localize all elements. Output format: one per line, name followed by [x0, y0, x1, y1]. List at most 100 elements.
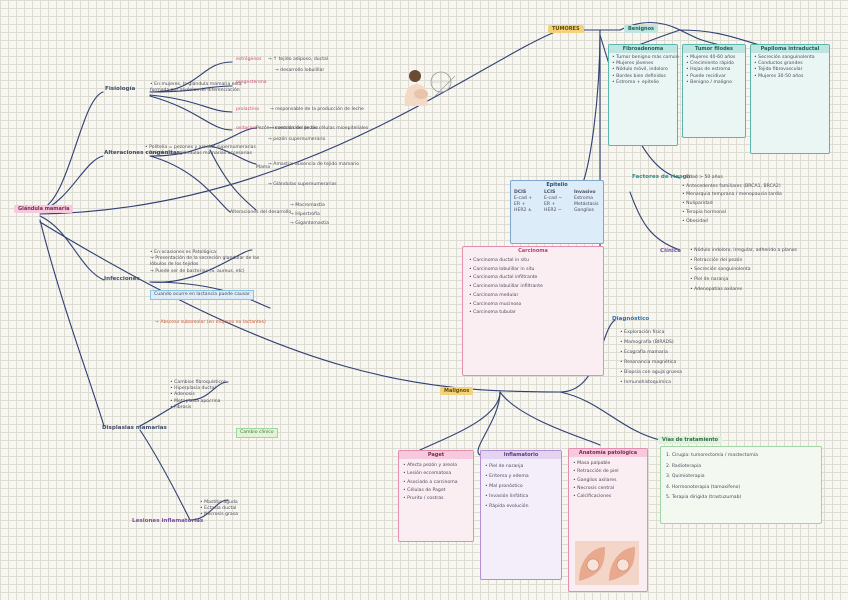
benign-card-line: • Conductos grandes [754, 61, 803, 67]
hormone-oxytocin: oxitocina [236, 126, 257, 131]
malignant-card-line: • Masa palpable [573, 461, 611, 466]
malignant-card-line: • Ganglios axilares [573, 477, 617, 483]
malignant-card-line: • Calcificaciones [573, 494, 612, 500]
alteraciones-detail: → pezón supernumerario [268, 137, 326, 142]
tratamiento-item: 1. Cirugía: tumorectomía / mastectomía [666, 453, 758, 458]
clinica-item: • Adenopatías axilares [690, 286, 743, 292]
alteraciones-detail: → Glándulas supernumerarias [268, 182, 337, 187]
benign-card-title: Tumor filodes [683, 45, 745, 53]
malignant-card-line: • Eritema y edema [485, 474, 529, 480]
malignant-card-title: Anatomía patológica [569, 449, 647, 457]
hormone-estrogens-detail: → ↑ tejido adiposo, ductal [268, 57, 329, 62]
inflamatorias-item: • Ectasia ductal [200, 506, 237, 512]
tumores-node: TUMORES [548, 25, 584, 33]
table-cell: HER2 ± [514, 208, 532, 213]
hormone-progesterone-detail: → desarrollo lobulillar [275, 68, 325, 73]
hormone-progesterone: progesterona [236, 80, 267, 85]
infecciones-line: → Puede ser de bacterias (S. aureus, etc… [150, 268, 245, 274]
alteraciones-detail: → Hipertrofia [290, 212, 320, 217]
malignant-card-line: • Afecta pezón y areola [403, 463, 458, 468]
breastfeeding-illustration [395, 62, 465, 107]
malignant-card-line: • Rápida evolución [485, 504, 529, 510]
alteraciones-sub-pezon: Pezón [256, 126, 270, 131]
diagnostico-item: • Resonancia magnética [620, 360, 677, 366]
benignos-node: Benignos [624, 25, 659, 33]
infecciones-lactation-tag: Cuando ocurre en lactancia puede causar [150, 290, 254, 300]
diagnostico-title: Diagnóstico [612, 316, 650, 322]
displasias-item: • Adenosis [170, 392, 195, 398]
clinica-item: • Nódulo indoloro, irregular, adherido a… [690, 248, 797, 253]
inflamatorias-list: • Mastitis aguda • Ectasia ductal • Necr… [200, 500, 238, 519]
fisiologia-description: • En mujeres, la glándula mamaria está f… [150, 82, 242, 94]
benign-card: Tumor filodes • Mujeres 40-60 años • Cre… [682, 44, 746, 138]
table-cell: ER + [514, 202, 526, 207]
tratamiento-item: 5. Terapia dirigida (trastuzumab) [666, 495, 742, 501]
tratamiento-title: Vías de tratamiento [658, 436, 723, 444]
carcinoma-item: • Carcinoma ductal in situ [469, 258, 529, 263]
benign-card-line: • Nódulo móvil, indoloro [612, 67, 668, 73]
malignant-card-line: • Piel de naranja [485, 464, 524, 469]
benign-card-line: • Benigno / maligno [686, 79, 732, 85]
carcinoma-box-title: Carcinoma [518, 248, 548, 254]
inflamatorias-item: • Mastitis aguda [200, 500, 238, 505]
displasias-item: • Fibrosis [170, 404, 192, 410]
carcinoma-item: • Carcinoma lobulillar in situ [469, 266, 535, 272]
displasias-title: Displasias mamarias [102, 425, 167, 431]
benign-card-line: • Estroma + epitelio [612, 79, 659, 85]
factores-item: • Antecedentes familiares (BRCA1, BRCA2) [682, 183, 781, 189]
alteraciones-sub-desarrollo: Alteraciones del desarrollo [230, 210, 292, 215]
malignant-card-title: Inflamatorio [481, 451, 561, 459]
benign-card-line: • Tumor benigno más común [612, 55, 679, 60]
malignant-card-line: • Asociado a carcinoma [403, 479, 458, 485]
table-header: DCIS [514, 190, 527, 195]
factores-item: • Nuliparidad [682, 201, 713, 207]
alteraciones-detail: → inversión del pezón [268, 126, 319, 131]
alteraciones-detail: → Macromastia [290, 203, 325, 208]
alteraciones-title: Alteraciones congénitas [104, 150, 180, 156]
carcinoma-item: • Carcinoma mucinoso [469, 301, 522, 307]
infecciones-abscess: → Absceso subareolar (en mujeres no lact… [155, 320, 266, 325]
malignant-card-line: • Células de Paget [403, 487, 446, 493]
alteraciones-detail: → Amastia: ausencia de tejido mamario [268, 162, 360, 167]
tratamiento-item: 2. Radioterapia [666, 463, 702, 469]
hormone-prolactin-detail: → responsable de la producción de leche [270, 107, 364, 112]
breast-cross-section-illustration [575, 541, 639, 585]
table-cell: Estroma [574, 196, 593, 201]
benign-card-line: • Mujeres 30-50 años [754, 73, 804, 79]
carcinoma-item: • Carcinoma lobulillar infiltrante [469, 284, 543, 290]
root-node: Glándula mamaria [14, 205, 74, 213]
malignant-card: Anatomía patológica • Masa palpable • Re… [568, 448, 648, 592]
factores-title: Factores de riesgo [632, 174, 691, 180]
epithelium-table-title: Epitelio [546, 182, 568, 188]
displasias-item: • Cambios fibroquísticos [170, 380, 227, 385]
tratamiento-item: 3. Quimioterapia [666, 474, 705, 480]
malignos-node: Malignos [440, 387, 474, 395]
benign-card-line: • Bordes bien definidos [612, 73, 666, 79]
malignant-card-title: Paget [399, 451, 473, 459]
fisiologia-line: formada por alvéolos de diferenciación [150, 88, 240, 94]
diagnostico-list: • Exploración física • Mamografía (BIRAD… [620, 328, 682, 389]
diagnostico-item: • Inmunohistoquímica [620, 380, 671, 386]
diagnostico-item: • Biopsia con aguja gruesa [620, 370, 682, 376]
alteraciones-line: • Polimastia = glándulas mamarias acceso… [145, 151, 252, 157]
benign-card-line: • Hojas de estroma [686, 67, 731, 73]
carcinoma-item: • Carcinoma ductal infiltrante [469, 275, 538, 281]
factores-item: • Edad > 50 años [682, 175, 723, 180]
infecciones-description: • En ocasiones es Patológica: → Presenta… [150, 250, 259, 275]
factores-item: • Terapia hormonal [682, 209, 727, 215]
infecciones-title: Infecciones [104, 276, 140, 282]
alteraciones-detail: → Gigantomastia [290, 221, 329, 226]
malignant-card: Inflamatorio • Piel de naranja • Eritema… [480, 450, 562, 580]
displasias-list: • Cambios fibroquísticos • Hiperplasia d… [170, 380, 226, 411]
factores-item: • Obesidad [682, 218, 708, 224]
carcinoma-box: Carcinoma • Carcinoma ductal in situ • C… [462, 246, 604, 376]
hormone-list: estrógenos [236, 57, 261, 63]
fisiologia-title: Fisiología [105, 86, 136, 92]
malignant-card: Paget • Afecta pezón y areola • Lesión e… [398, 450, 474, 542]
benign-card-title: Fibroadenoma [609, 45, 677, 53]
factores-item: • Menarquia temprana / menopausia tardía [682, 192, 782, 198]
diagnostico-item: • Exploración física [620, 330, 665, 335]
malignant-card-line: • Prurito / costras [403, 496, 444, 502]
clinica-item: • Secreción sanguinolenta [690, 267, 751, 273]
table-cell: E-cad − [544, 196, 563, 201]
